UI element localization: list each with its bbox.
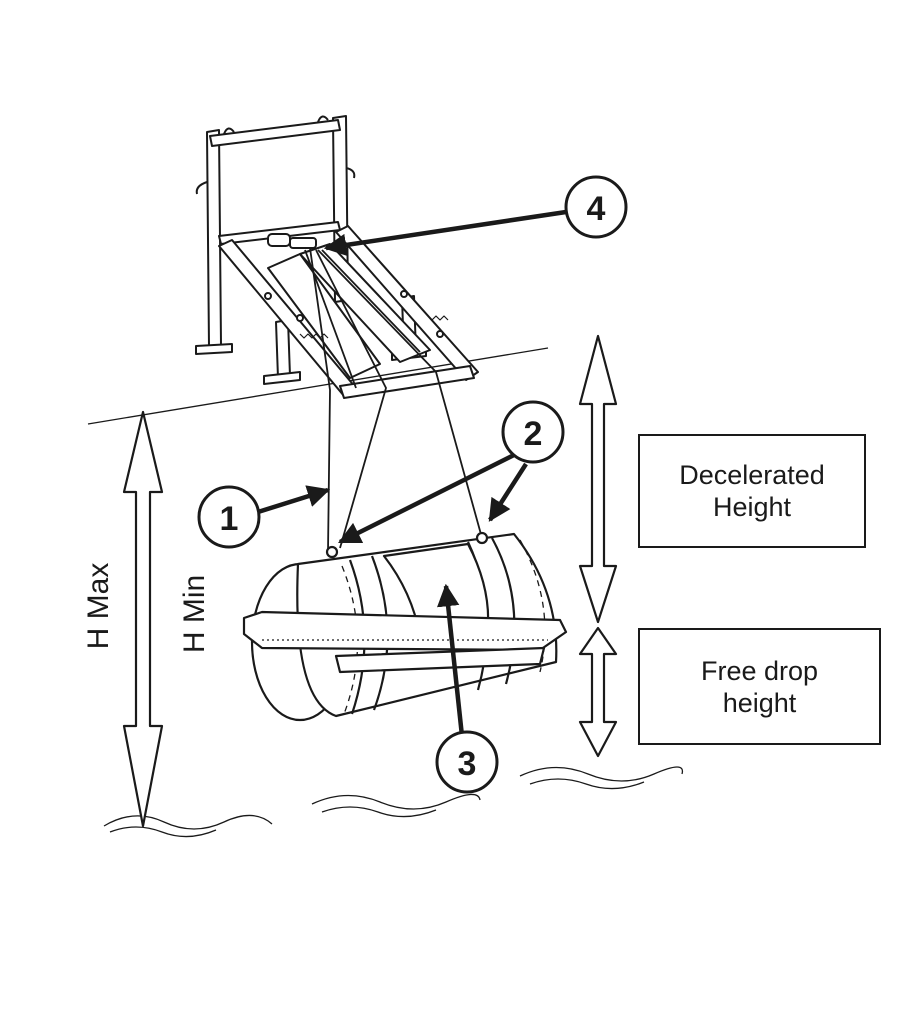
- leader-2a: [337, 451, 518, 545]
- h-max-label: H Max: [82, 563, 115, 650]
- callout-2-number: 2: [524, 415, 543, 453]
- callout-4: 4: [564, 175, 628, 239]
- water-surface: [103, 766, 684, 838]
- painter-lines: [304, 247, 483, 553]
- free-drop-height-line1: Free drop: [700, 655, 819, 686]
- callout-1-number: 1: [220, 500, 239, 538]
- free-drop-height-line2: height: [722, 687, 797, 718]
- callout-4-number: 4: [587, 190, 606, 228]
- leader-4: [323, 209, 567, 257]
- free-drop-height-arrow: [578, 626, 618, 758]
- leader-2b: [488, 462, 528, 522]
- decelerated-height-arrow: [578, 334, 618, 624]
- callout-3-number: 3: [458, 745, 477, 783]
- deck-edge-line: [87, 347, 549, 425]
- callout-3: 3: [435, 730, 499, 794]
- launching-cradle: [195, 115, 479, 399]
- decelerated-height-line2: Height: [712, 492, 792, 522]
- callout-leaders: [257, 209, 567, 737]
- leader-3: [436, 583, 465, 737]
- liferaft-canister: [242, 531, 568, 722]
- free-drop-height-box: Free drop height: [638, 628, 881, 745]
- callout-1: 1: [197, 485, 261, 549]
- h-min-label: H Min: [178, 575, 211, 653]
- decelerated-height-line1: Decelerated: [679, 460, 825, 490]
- leader-1: [257, 485, 331, 515]
- callout-2: 2: [501, 400, 565, 464]
- decelerated-height-box: Decelerated Height: [638, 434, 866, 548]
- h-max-arrow: [122, 410, 164, 828]
